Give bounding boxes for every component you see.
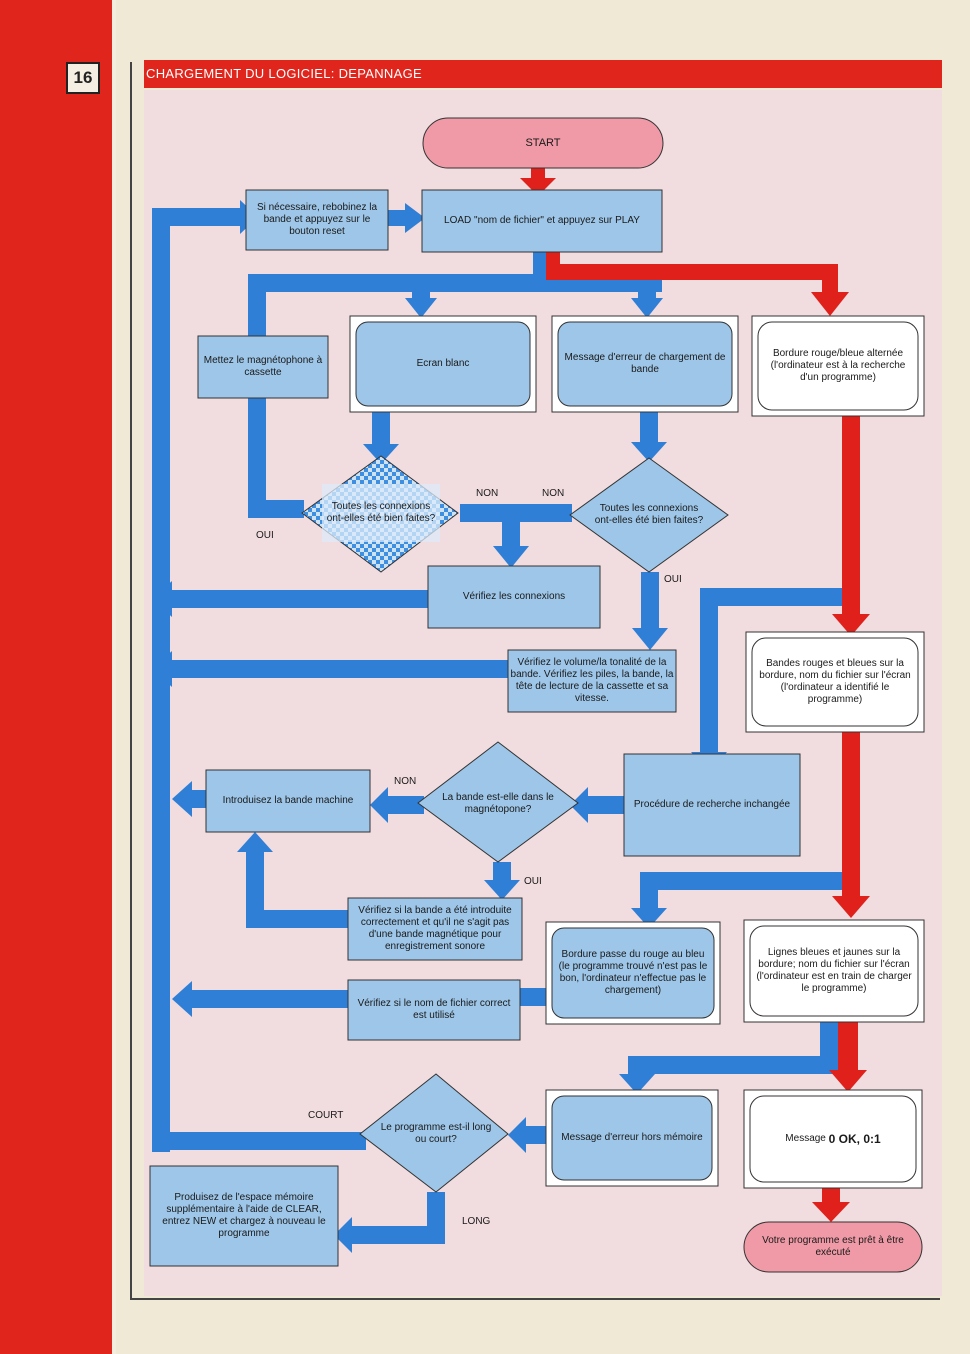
edge-label-oui-tape: OUI [524,876,542,887]
frame-bottom-rule [130,1298,940,1300]
edge-label-non-right: NON [542,488,565,499]
edge-label-non-left: NON [476,488,499,499]
node-search-unchanged: Procédure de recherche inchangée [633,799,791,810]
ok-message-prefix: Message [785,1133,826,1144]
red-page-margin [0,0,112,1354]
node-out-of-memory: Message d'erreur hors mémoire [561,1132,703,1143]
page-title: CHARGEMENT DU LOGICIEL: DEPANNAGE [146,66,422,81]
ok-message-code: 0 OK, 0:1 [828,1132,881,1146]
edge-label-non-tape: NON [394,776,417,787]
node-bands-red-blue: Bandes rouges et bleues sur la bordure, … [759,658,911,705]
edge-label-court: COURT [308,1110,344,1121]
edge-label-oui-left: OUI [256,530,274,541]
node-rewind: Si nécessaire, rebobinez la bande et app… [256,202,378,237]
node-ok-message: Message 0 OK, 0:1 [756,1100,910,1178]
node-free-memory: Produisez de l'espace mémoire supplément… [162,1192,326,1239]
node-load: LOAD "nom de fichier" et appuyez sur PLA… [444,215,640,226]
frame-left-rule [130,62,132,1300]
page-edge [112,0,116,1354]
node-check-filename: Vérifiez si le nom de fichier correct es… [357,998,511,1021]
node-tape-error: Message d'erreur de chargement de bande [564,352,726,375]
node-border-red-to-blue: Bordure passe du rouge au bleu (le progr… [558,949,708,996]
node-blank-screen: Ecran blanc [416,358,470,369]
edge-label-long: LONG [462,1216,491,1227]
node-connections-question-left: Toutes les connexions ont-elles été bien… [322,484,440,542]
page-number: 16 [66,62,100,94]
node-tape-on: Mettez le magnétophone à cassette [203,355,323,378]
node-connections-question-right: Toutes les connexions ont-elles été bien… [594,503,704,526]
node-insert-tape: Introduisez la bande machine [222,795,354,806]
node-check-tape-type: Vérifiez si la bande a été introduite co… [358,905,512,952]
node-check-connections: Vérifiez les connexions [462,591,566,602]
node-length-question: Le programme est-il long ou court? [380,1122,492,1145]
node-lines-blue-yellow: Lignes bleues et jaunes sur la bordure; … [756,947,912,994]
edge-label-oui-right: OUI [664,574,682,585]
node-ready: Votre programme est prêt à être exécuté [762,1235,904,1258]
node-tape-in-question: La bande est-elle dans le magnétopone? [442,792,554,815]
node-check-volume: Vérifiez le volume/la tonalité de la ban… [510,657,674,704]
node-start: START [525,137,561,149]
title-bar [144,60,942,88]
node-border-alternating: Bordure rouge/bleue alternée (l'ordinate… [770,348,906,383]
